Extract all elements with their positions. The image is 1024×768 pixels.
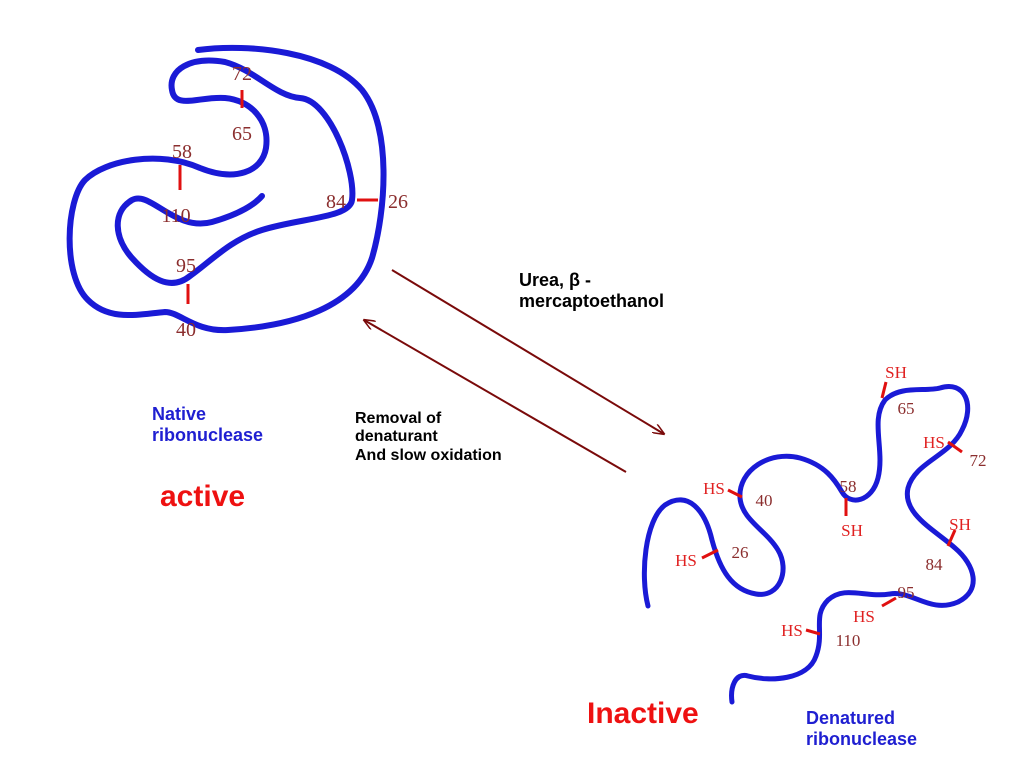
reagent-line2: mercaptoethanol <box>519 290 665 311</box>
thiol-stub-84 <box>946 529 957 547</box>
denatured-label-line2: ribonuclease <box>806 728 918 749</box>
thiol-stub-72 <box>947 440 963 454</box>
native-residue-58: 58 <box>172 141 192 163</box>
group-hs-110: HS <box>781 621 803 640</box>
denatured-residue-65: 65 <box>898 399 915 418</box>
native-ribonuclease-label: Native ribonuclease <box>152 404 263 445</box>
denatured-ribonuclease-label: Denatured ribonuclease <box>806 708 917 749</box>
denatured-polypeptide-chain <box>641 384 976 705</box>
renature-line3: And slow oxidation <box>355 446 502 464</box>
denatured-residue-72: 72 <box>970 451 987 470</box>
group-sh-58: SH <box>841 521 863 540</box>
native-label-line1: Native <box>152 404 207 424</box>
denatured-residue-95: 95 <box>898 583 915 602</box>
native-residue-26: 26 <box>388 191 408 213</box>
group-sh-65: SH <box>885 363 907 382</box>
native-residue-72: 72 <box>232 63 252 85</box>
native-residue-95: 95 <box>176 255 196 277</box>
thiol-stub-26 <box>701 548 719 560</box>
denatured-residue-84: 84 <box>926 555 944 574</box>
native-structure: 72 65 58 110 84 26 95 40 <box>66 44 408 341</box>
thiol-stub-40 <box>727 488 743 499</box>
denaturant-reagent-label: Urea, β - mercaptoethanol <box>519 270 664 311</box>
denatured-residue-58: 58 <box>840 477 857 496</box>
renature-line2: denaturant <box>355 428 438 446</box>
thiol-stub-95 <box>881 596 897 608</box>
renature-line1: Removal of <box>355 410 442 427</box>
renaturation-condition-label: Removal of denaturant And slow oxidation <box>355 410 502 465</box>
thiol-stub-65 <box>880 381 888 399</box>
denatured-residue-26: 26 <box>732 543 749 562</box>
active-label: active <box>160 480 246 513</box>
native-residue-110: 110 <box>161 205 190 227</box>
native-label-line2: ribonuclease <box>152 424 264 445</box>
group-hs-95: HS <box>853 607 875 626</box>
renaturation-arrow <box>364 320 627 473</box>
denatured-residue-110: 110 <box>836 631 861 650</box>
denaturation-arrow <box>391 269 664 434</box>
denatured-label-line1: Denatured <box>806 708 896 728</box>
denatured-structure: SH HS HS SH HS SH HS HS 65 72 40 58 26 8… <box>641 363 987 705</box>
thiol-stub-110 <box>805 628 821 636</box>
denatured-residue-40: 40 <box>756 491 773 510</box>
native-residue-40: 40 <box>176 319 196 341</box>
group-hs-72: HS <box>923 433 945 452</box>
inactive-label: Inactive <box>587 697 699 730</box>
group-hs-26: HS <box>675 551 697 570</box>
native-polypeptide-chain <box>66 44 387 334</box>
group-sh-84: SH <box>949 515 971 534</box>
group-hs-40: HS <box>703 479 725 498</box>
native-residue-65: 65 <box>232 123 252 145</box>
reagent-line1: Urea, β - <box>519 270 592 290</box>
native-residue-84: 84 <box>326 191 346 213</box>
